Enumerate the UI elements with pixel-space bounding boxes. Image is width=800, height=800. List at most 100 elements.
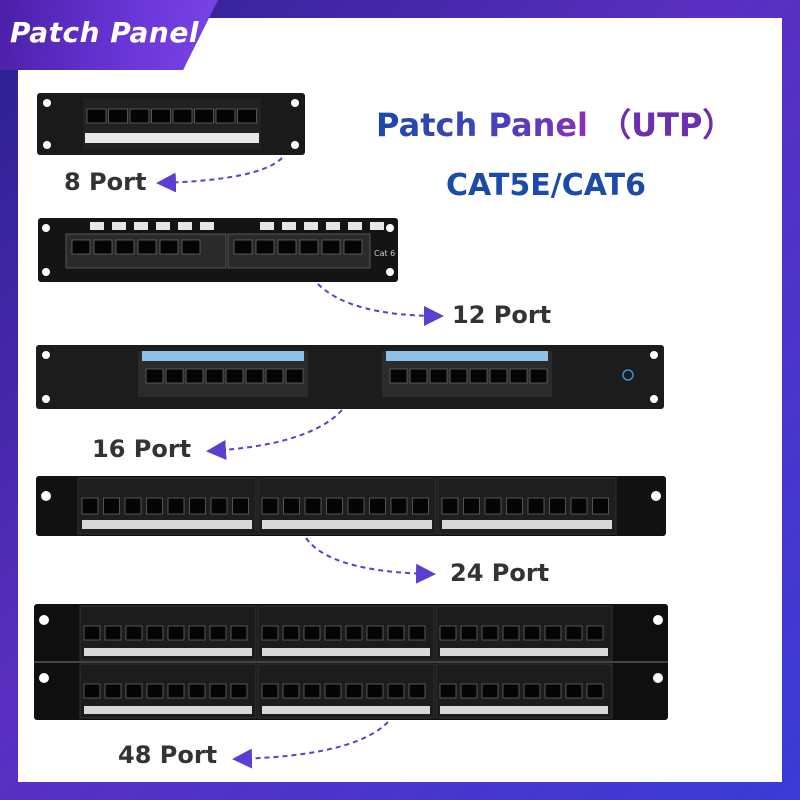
- subtitle: CAT5E/CAT6: [446, 168, 646, 203]
- rj45-port: [104, 625, 122, 641]
- rj45-port: [586, 625, 604, 641]
- rj45-port: [409, 368, 428, 384]
- rj45-port: [481, 625, 499, 641]
- patch-panel-12-port: Cat 6: [38, 218, 398, 282]
- rj45-port: [282, 683, 300, 699]
- rj45-port: [390, 497, 408, 515]
- patch-panel-48-port: [34, 604, 668, 720]
- rj45-port: [549, 497, 566, 515]
- rj45-port: [285, 368, 304, 384]
- rj45-port: [439, 625, 457, 641]
- rj45-port: [366, 625, 384, 641]
- rj45-port: [324, 683, 342, 699]
- rj45-port: [389, 368, 408, 384]
- rj45-port: [209, 683, 227, 699]
- label-tab: [156, 222, 170, 230]
- rj45-port: [83, 683, 101, 699]
- rj45-port: [165, 368, 184, 384]
- rj45-port: [81, 497, 99, 515]
- rj45-port: [484, 497, 502, 515]
- rj45-port: [146, 683, 164, 699]
- patch-panel-24-port: [36, 476, 666, 536]
- patch-panel-16-port: [36, 345, 664, 409]
- patch-panel-8-port: [37, 93, 305, 155]
- title-line1: Patch Panel: [376, 106, 589, 144]
- rj45-port: [303, 625, 321, 641]
- rj45-port: [188, 683, 206, 699]
- label-tab: [112, 222, 126, 230]
- rj45-port: [369, 497, 386, 515]
- rj45-port: [188, 625, 206, 641]
- rj45-port: [237, 108, 257, 124]
- rj45-port: [233, 239, 253, 255]
- rj45-port: [460, 625, 478, 641]
- rj45-port: [146, 625, 164, 641]
- rj45-port: [255, 239, 275, 255]
- rj45-port: [261, 497, 279, 515]
- rj45-port: [137, 239, 157, 255]
- rj45-port: [299, 239, 319, 255]
- rj45-port: [283, 497, 300, 515]
- rj45-port: [108, 108, 128, 124]
- rj45-port: [159, 239, 179, 255]
- rj45-port: [523, 683, 541, 699]
- rj45-port: [469, 368, 488, 384]
- label-tab: [134, 222, 148, 230]
- rj45-port: [115, 239, 135, 255]
- rj45-port: [523, 625, 541, 641]
- rj45-port: [509, 368, 528, 384]
- rj45-port: [265, 368, 284, 384]
- rj45-port: [570, 497, 588, 515]
- rj45-port: [586, 683, 604, 699]
- rj45-port: [277, 239, 297, 255]
- rj45-port: [194, 108, 214, 124]
- rj45-port: [205, 368, 224, 384]
- rj45-port: [502, 683, 520, 699]
- main-title: Patch Panel （UTP）: [376, 100, 734, 146]
- rj45-port: [215, 108, 236, 124]
- rj45-port: [347, 497, 365, 515]
- rj45-port: [230, 683, 248, 699]
- label-8-port: 8 Port: [64, 168, 147, 196]
- rj45-port: [489, 368, 508, 384]
- rj45-port: [544, 625, 562, 641]
- rj45-port: [167, 683, 185, 699]
- label-16-port: 16 Port: [92, 435, 192, 463]
- rj45-port: [185, 368, 204, 384]
- rj45-port: [210, 497, 228, 515]
- rj45-port: [429, 368, 448, 384]
- rj45-port: [326, 497, 343, 515]
- rj45-port: [167, 497, 185, 515]
- rj45-port: [460, 683, 478, 699]
- label-tab: [326, 222, 340, 230]
- rj45-port: [463, 497, 480, 515]
- rj45-port: [189, 497, 206, 515]
- rj45-port: [324, 625, 342, 641]
- rj45-port: [83, 625, 101, 641]
- banner-text: Patch Panel: [10, 16, 199, 49]
- rj45-port: [104, 683, 122, 699]
- rj45-port: [449, 368, 468, 384]
- rj45-port: [167, 625, 185, 641]
- rj45-port: [209, 625, 227, 641]
- rj45-port: [146, 497, 163, 515]
- rj45-port: [345, 683, 363, 699]
- rj45-port: [412, 497, 429, 515]
- label-12-port: 12 Port: [452, 301, 552, 329]
- rj45-port: [103, 497, 120, 515]
- rj45-port: [261, 683, 279, 699]
- rj45-port: [481, 683, 499, 699]
- label-tab: [282, 222, 296, 230]
- rj45-port: [408, 683, 426, 699]
- rj45-port: [230, 625, 248, 641]
- rj45-port: [441, 497, 459, 515]
- rj45-port: [232, 497, 249, 515]
- rj45-port: [151, 108, 171, 124]
- label-tab: [348, 222, 362, 230]
- rj45-port: [125, 625, 143, 641]
- rj45-port: [321, 239, 341, 255]
- rj45-port: [592, 497, 609, 515]
- title-suffix: （UTP）: [588, 106, 735, 144]
- rj45-port: [282, 625, 300, 641]
